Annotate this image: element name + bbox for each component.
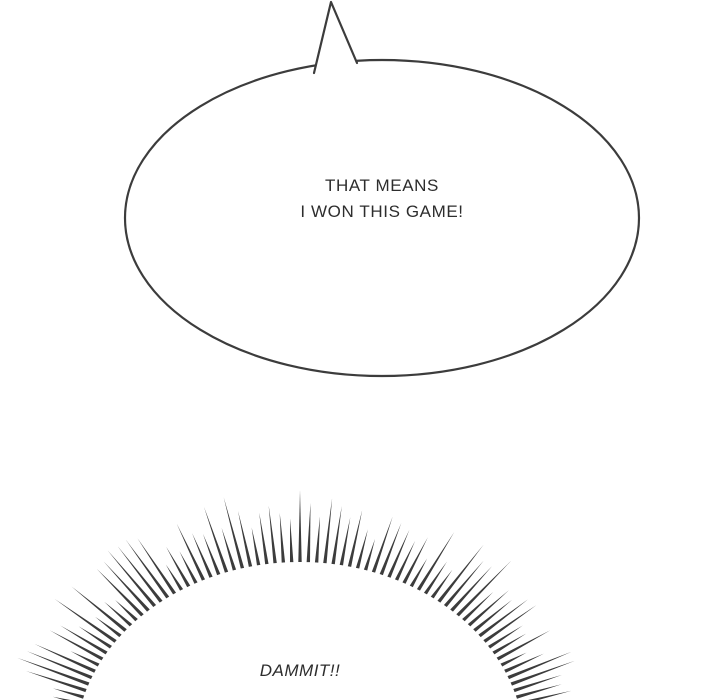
shout-text: DAMMIT!!: [259, 661, 341, 680]
speech-bubble-ellipse: [123, 58, 641, 378]
speech-line-2: I WON THIS GAME!: [300, 202, 464, 221]
speech-bubble-text: THAT MEANS I WON THIS GAME!: [132, 173, 632, 225]
speech-line-1: THAT MEANS: [325, 176, 439, 195]
speech-bubble-tail: [312, 0, 359, 75]
burst-bubble-spikes: [17, 490, 575, 700]
